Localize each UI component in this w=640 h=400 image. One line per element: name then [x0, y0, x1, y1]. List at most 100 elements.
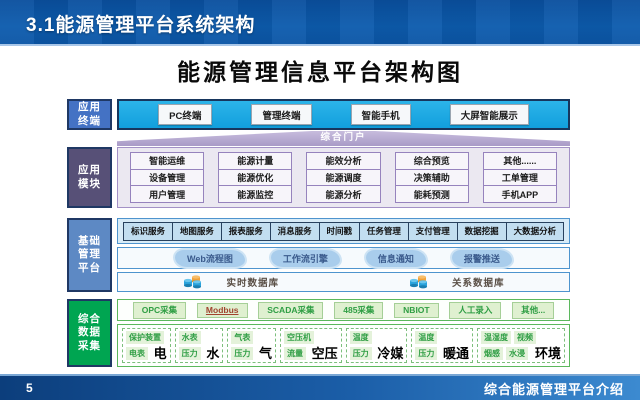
device-tag: 压力	[231, 347, 254, 360]
device-category-label: 暖通	[443, 346, 470, 361]
rail-label-line: 采集	[78, 339, 101, 352]
device-tag: 视频	[514, 331, 537, 344]
device-tag: 空压机	[284, 331, 315, 344]
middleware-cloud: Web流程图	[175, 249, 245, 267]
service-cell: 数据挖掘	[456, 221, 507, 241]
device-tag: 水表	[178, 331, 201, 344]
rail-label-platform: 基础 管理 平台	[67, 218, 112, 292]
module-chip: 能耗预测	[394, 185, 469, 204]
protocol-chip-other: 其他...	[512, 301, 555, 319]
middleware-cloud: 信息通知	[365, 249, 426, 267]
device-category-label: 电	[153, 346, 167, 361]
device-category-label: 气	[259, 346, 273, 361]
protocol-chip-manual: 人工录入	[449, 301, 502, 319]
middleware-cloud: 报警推送	[451, 249, 512, 267]
collection-devices-strip: 保护装置 电表 电 水表 压力 水 气表 压力 气 空压机 流量 空压	[117, 324, 570, 367]
device-tag: 水浸	[506, 347, 529, 360]
middleware-cloud: 工作流引擎	[270, 249, 340, 267]
device-tag: 电表	[126, 347, 148, 360]
device-box-water: 水表 压力 水	[174, 328, 224, 363]
service-cell: 消息服务	[269, 221, 320, 241]
device-tag: 气表	[231, 331, 254, 344]
terminal-item-smartphone: 智能手机	[350, 104, 411, 125]
device-tag: 压力	[415, 347, 438, 360]
rail-label-modules: 应用 模块	[67, 147, 112, 208]
module-chip: 能源计量	[218, 151, 293, 170]
module-chip: 能源分析	[306, 185, 381, 204]
relational-db-group: 关系数据库	[344, 275, 570, 289]
rail-label-line: 管理	[78, 248, 101, 261]
module-chip: 能源监控	[218, 185, 293, 204]
rail-label-line: 平台	[78, 261, 101, 274]
realtime-db-label: 实时数据库	[226, 278, 279, 289]
module-chip: 能效分析	[306, 151, 381, 170]
collection-protocols-strip: OPC采集 Modbus SCADA采集 485采集 NBIOT 人工录入 其他…	[117, 299, 570, 321]
device-tag: 温度	[349, 331, 372, 344]
protocol-chip-modbus: Modbus	[196, 302, 248, 318]
relational-db-label: 关系数据库	[451, 278, 505, 289]
rail-label-line: 应用	[78, 164, 101, 177]
database-icon	[409, 275, 427, 289]
portal-band: 综合门户	[117, 131, 570, 146]
rail-label-line: 应用	[78, 101, 101, 114]
platform-services-strip: 标识服务 地图服务 报表服务 消息服务 时间戳 任务管理 支付管理 数据挖掘 大…	[117, 218, 570, 244]
module-chip: 用户管理	[130, 185, 205, 204]
module-chip: 设备管理	[130, 168, 205, 187]
device-tag: 温湿度	[481, 331, 512, 344]
realtime-db-group: 实时数据库	[118, 275, 344, 289]
platform-middleware-strip: Web流程图 工作流引擎 信息通知 报警推送	[117, 247, 570, 269]
module-chip: 工单管理	[482, 168, 557, 187]
device-category-label: 冷媒	[377, 346, 404, 361]
slide-footer-bar: 5 综合能源管理平台介绍	[0, 374, 640, 400]
service-cell: 报表服务	[220, 221, 271, 241]
module-chip: 决策辅助	[394, 168, 469, 187]
device-box-compressed-air: 空压机 流量 空压	[280, 328, 342, 363]
platform-database-strip: 实时数据库 关系数据库	[117, 272, 570, 292]
service-cell: 任务管理	[358, 221, 409, 241]
device-tag: 压力	[349, 347, 372, 360]
service-cell: 地图服务	[171, 221, 222, 241]
page-number: 5	[26, 381, 33, 395]
rail-label-line: 数据	[78, 326, 101, 339]
slide-header-bar: 3.1能源管理平台系统架构	[0, 0, 640, 46]
terminal-item-management: 管理终端	[251, 104, 312, 125]
terminal-bar: PC终端 管理终端 智能手机 大屏智能展示	[117, 99, 570, 130]
module-chip: 能源优化	[218, 168, 293, 187]
rail-label-line: 基础	[78, 235, 101, 248]
protocol-chip-opc: OPC采集	[132, 301, 187, 319]
database-icon	[184, 275, 202, 289]
diagram-title: 能源管理信息平台架构图	[177, 60, 463, 85]
terminal-item-bigscreen: 大屏智能展示	[449, 104, 529, 125]
rail-label-terminals: 应用 终端	[67, 99, 112, 130]
service-cell: 标识服务	[123, 221, 173, 241]
protocol-chip-485: 485采集	[334, 301, 384, 319]
service-cell: 支付管理	[407, 221, 458, 241]
device-tag: 保护装置	[126, 331, 164, 344]
rail-label-collection: 综合 数据 采集	[67, 299, 112, 367]
device-tag: 温度	[415, 331, 438, 344]
protocol-chip-scada: SCADA采集	[258, 301, 324, 319]
rail-label-line: 综合	[78, 313, 101, 326]
module-chip: 智能运维	[130, 151, 205, 170]
slide-header-title: 3.1能源管理平台系统架构	[26, 15, 256, 36]
device-tag: 流量	[284, 347, 307, 360]
device-box-refrigerant: 温度 压力 冷媒	[345, 328, 408, 363]
module-chip: 手机APP	[482, 185, 557, 204]
module-chip: 综合预览	[394, 151, 469, 170]
device-category-label: 环境	[535, 346, 562, 361]
service-cell: 时间戳	[318, 221, 360, 241]
rail-label-line: 模块	[78, 177, 101, 190]
protocol-chip-nbiot: NBIOT	[394, 302, 439, 318]
device-box-electricity: 保护装置 电表 电	[122, 328, 171, 363]
service-cell: 大数据分析	[505, 221, 565, 241]
module-chip: 能源调度	[306, 168, 381, 187]
modules-panel: 智能运维 能源计量 能效分析 综合预览 其他...... 设备管理 能源优化 能…	[117, 147, 570, 208]
device-box-hvac: 温度 压力 暖通	[411, 328, 474, 363]
device-tag: 烟感	[481, 347, 504, 360]
terminal-item-pc: PC终端	[158, 104, 213, 125]
footer-title: 综合能源管理平台介绍	[483, 381, 624, 397]
device-box-gas: 气表 压力 气	[227, 328, 277, 363]
module-chip: 其他......	[482, 151, 557, 170]
device-category-label: 水	[206, 346, 220, 361]
